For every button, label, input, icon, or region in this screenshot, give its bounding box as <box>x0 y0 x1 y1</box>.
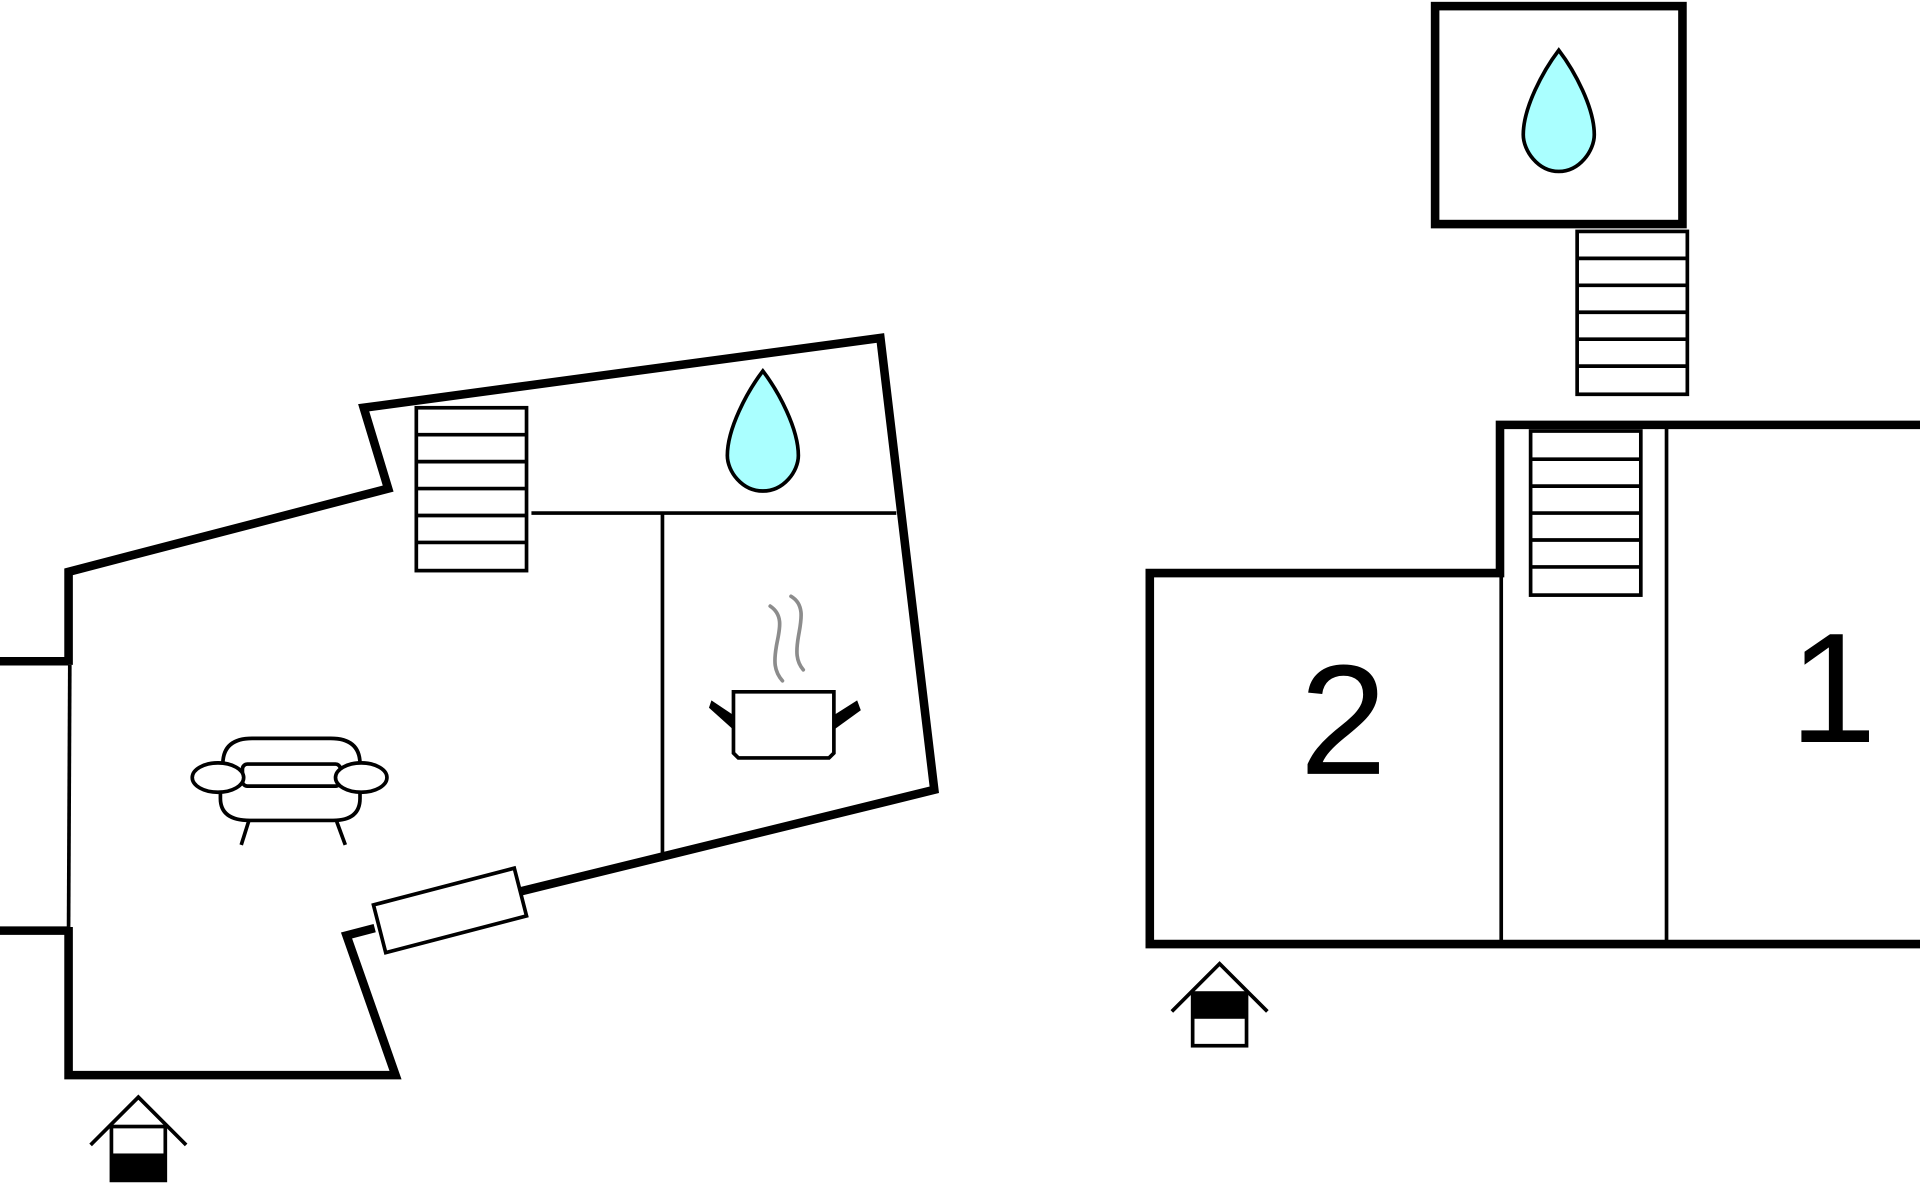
entrance-roof <box>1170 961 1269 1013</box>
sofa-leg-left <box>239 821 251 846</box>
sofa-backrest <box>221 736 362 765</box>
water-drop-icon <box>725 367 801 493</box>
entrance-roof <box>89 1094 188 1147</box>
ground-floor-outer-wall <box>64 333 939 896</box>
house-entrance-icon <box>89 1094 188 1183</box>
sofa-base <box>218 789 362 823</box>
sofa-seat <box>240 762 343 788</box>
steam-line <box>789 594 806 672</box>
steam-line <box>768 604 785 683</box>
room-number-1: 1 <box>1789 601 1876 776</box>
cooking-pot-icon <box>708 594 861 760</box>
ground-floor-plan <box>0 333 939 1183</box>
hallway-staircase <box>1528 429 1643 597</box>
window-box <box>371 865 529 955</box>
ground-floor-left-wall <box>66 664 72 927</box>
entrance-door-fill <box>111 1153 166 1181</box>
ground-floor-outer-wall-lower <box>64 924 402 1080</box>
upper-floor-plan: 2 1 <box>1145 1 1920 1048</box>
upper-staircase <box>1575 229 1690 397</box>
pot-handle-right <box>833 700 861 730</box>
water-drop-icon <box>1521 47 1597 174</box>
pot-handle-left <box>708 700 734 730</box>
sofa-icon <box>190 736 389 846</box>
ground-floor-staircase <box>414 405 529 573</box>
sofa-armrest-left <box>190 761 246 795</box>
entrance-door-fill <box>1192 993 1247 1019</box>
sofa-armrest-right <box>333 761 389 795</box>
sofa-leg-right <box>335 820 348 846</box>
pot-body <box>731 690 836 760</box>
house-entrance-icon <box>1170 961 1269 1048</box>
upper-floor-outer-wall <box>1145 420 1920 949</box>
room-number-2: 2 <box>1300 633 1387 808</box>
